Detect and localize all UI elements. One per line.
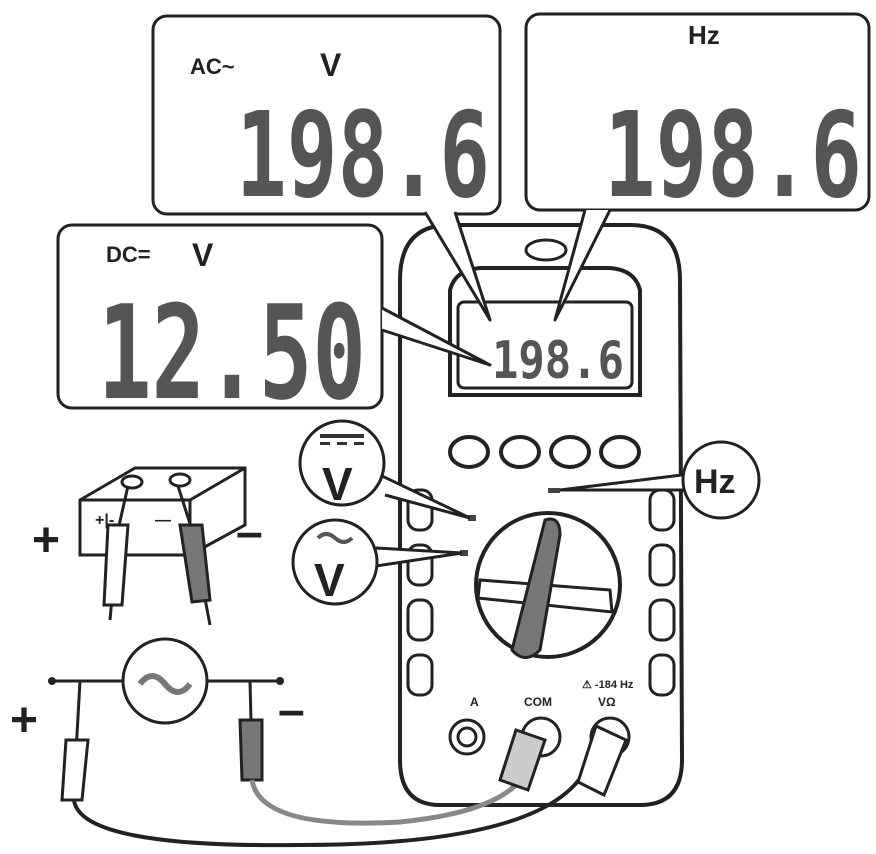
backlight-button (524, 238, 568, 262)
dc-minus-sign: – (236, 506, 263, 559)
frequency-callout: Hz 198.6 (524, 12, 871, 224)
dial-pointer (510, 517, 562, 659)
dc-volts-bubble: V (298, 419, 471, 520)
ac-plus-sign: + (10, 694, 38, 747)
black-probe-dc (178, 523, 212, 604)
dc-unit-label: V (192, 237, 214, 273)
jack-label-a: A (470, 695, 479, 709)
hz-bubble: Hz (559, 440, 761, 520)
jack-label-vohm: VΩ (598, 695, 616, 709)
ac-minus-sign: – (278, 684, 305, 737)
hz-tick (548, 488, 560, 493)
hz-unit-label: Hz (688, 20, 720, 50)
ac-mode-label: AC~ (190, 54, 235, 79)
ac-volts-symbol: V (314, 554, 345, 606)
frequency-symbol: Hz (694, 463, 736, 501)
black-probe-ac (238, 718, 264, 782)
multimeter-body: 198.6 A COM VΩ ⚠ -184 Hz (398, 223, 685, 807)
rotary-dial (460, 488, 622, 659)
test-leads (72, 723, 628, 848)
dc-source: +|- — + – (32, 466, 263, 626)
ac-voltage-callout: AC~ V 198.6 (151, 14, 502, 224)
com-plug (498, 728, 547, 792)
function-button-4 (599, 435, 641, 469)
ac-volts-bubble: V (291, 518, 463, 606)
dc-voltage-callout: DC= V 12.50 (56, 223, 384, 429)
function-button-1 (448, 435, 490, 469)
ac-source: + – (10, 637, 305, 802)
warning-label: ⚠ -184 Hz (582, 679, 634, 691)
function-button-2 (499, 435, 541, 469)
red-probe-ac (60, 738, 90, 802)
dc-volts-tick (468, 515, 476, 521)
jack-a (448, 718, 486, 756)
function-buttons (448, 435, 641, 469)
lcd-reading: 198.6 (492, 331, 624, 391)
dc-voltage-reading: 12.50 (98, 277, 366, 429)
function-button-3 (549, 435, 591, 469)
dc-plus-sign: + (32, 514, 60, 567)
red-probe-dc (102, 523, 130, 607)
lcd-screen (456, 300, 634, 390)
ac-unit-label: V (320, 47, 342, 83)
ac-volts-tick (460, 550, 468, 556)
dc-mode-label: DC= (106, 242, 151, 267)
vohm-plug (576, 723, 628, 798)
callout-pointers (381, 209, 612, 367)
ac-voltage-reading: 198.6 (236, 86, 490, 224)
jack-label-com: COM (524, 695, 552, 709)
right-grip (648, 488, 676, 697)
source-negative-mark: — (155, 512, 171, 529)
frequency-reading: 198.6 (604, 86, 862, 224)
dc-volts-symbol: V (322, 458, 353, 510)
